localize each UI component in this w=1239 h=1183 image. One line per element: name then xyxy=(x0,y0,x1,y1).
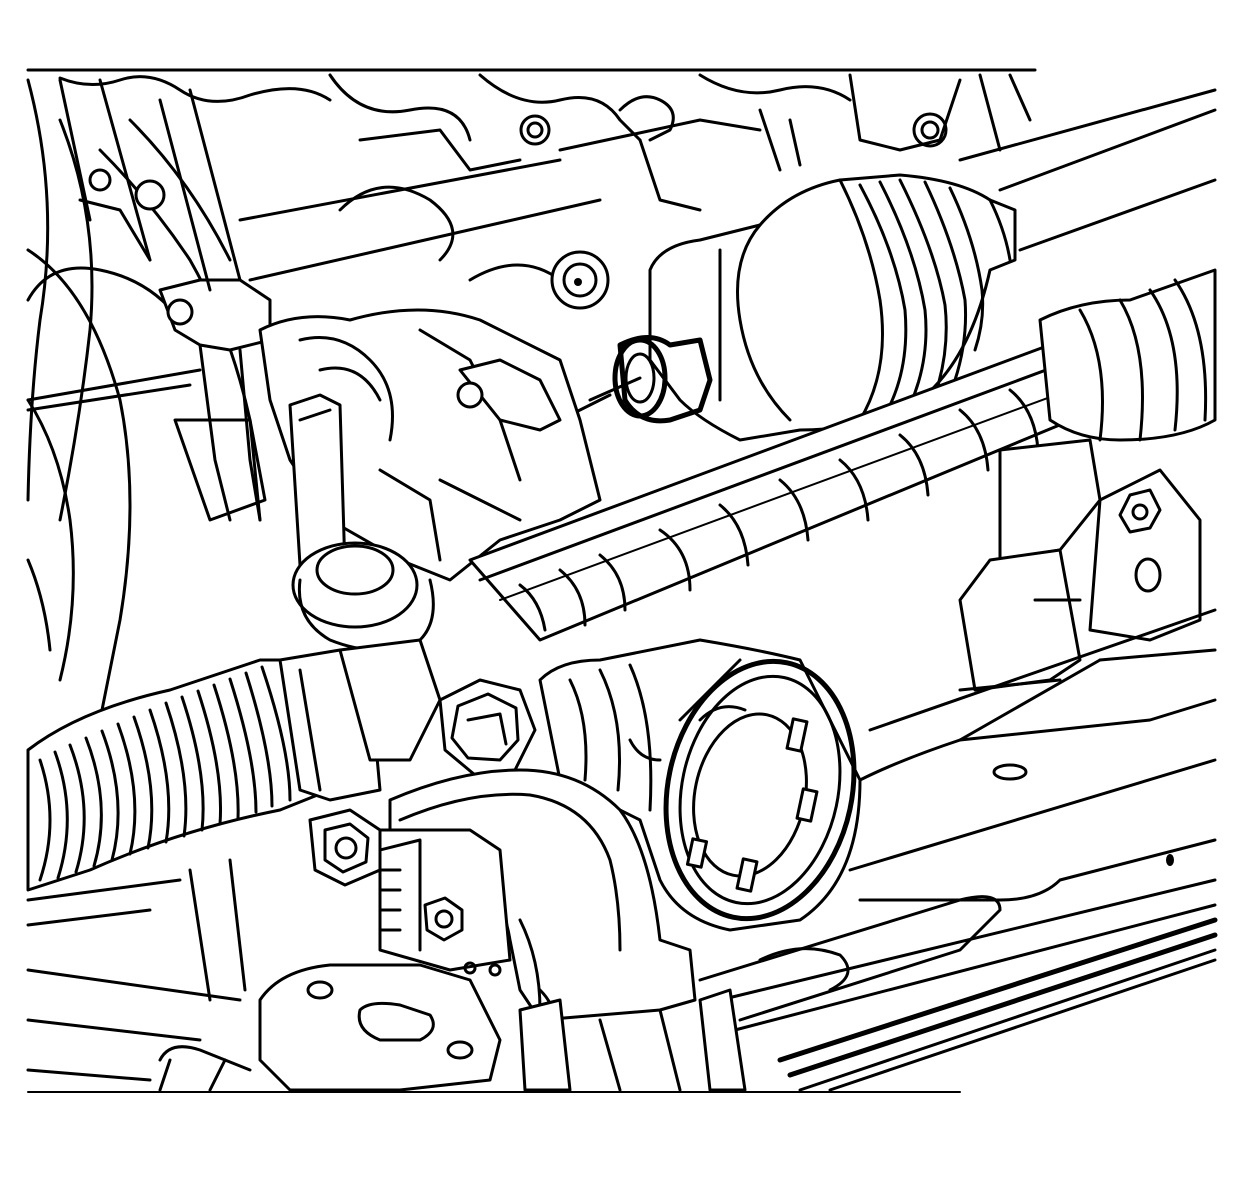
transmission-case-left xyxy=(26,78,262,722)
rack-mount-bracket-right xyxy=(958,438,1202,692)
engine-block xyxy=(26,68,1037,282)
subframe xyxy=(698,608,1218,1092)
rack-boot-left xyxy=(26,638,442,892)
hex-nut-center xyxy=(438,678,537,777)
lower-mount-plate xyxy=(26,963,502,1092)
shaft-bearing-bracket xyxy=(378,768,697,1032)
suspension-bracket xyxy=(58,78,272,522)
cv-joint-upper xyxy=(558,173,1017,442)
upper-shaft xyxy=(958,88,1217,252)
steering-gear-housing xyxy=(258,250,610,582)
lower-posts xyxy=(26,858,747,1092)
mount-bolt-left xyxy=(308,808,382,887)
pinion-shaft xyxy=(288,393,435,652)
cv-joint-lower xyxy=(538,638,862,932)
steering-rack-tube xyxy=(468,268,1217,642)
